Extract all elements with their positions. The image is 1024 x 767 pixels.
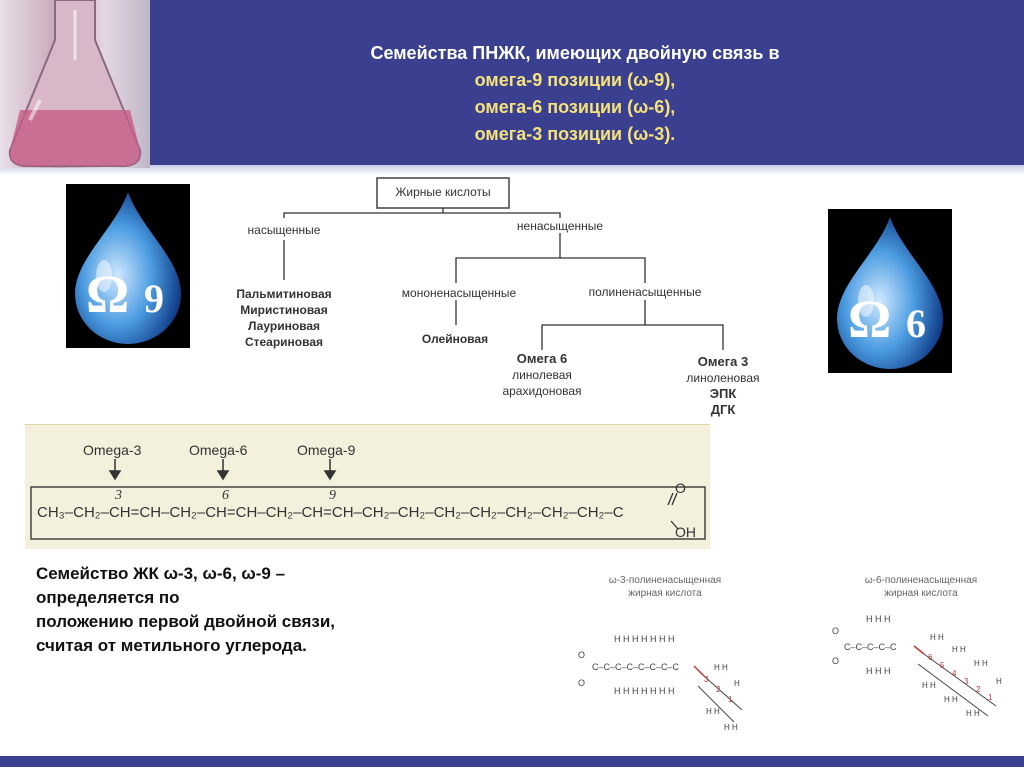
svg-text:H H: H H: [952, 645, 966, 654]
title-line-1: Семейства ПНЖК, имеющих двойную связь в: [370, 43, 780, 63]
omega3-group: Омега 3 линоленовая ЭПК ДГК: [668, 354, 778, 418]
mini-title-line-2: жирная кислота: [884, 588, 958, 599]
svg-text:H H H H H H H: H H H H H H H: [614, 686, 675, 696]
svg-text:1: 1: [728, 695, 733, 704]
omega6-label: Omega-6: [189, 442, 248, 458]
list-item: ЭПК: [709, 386, 737, 401]
list-item: Стеариновая: [244, 335, 324, 349]
svg-text:4: 4: [952, 669, 957, 678]
acid-oxygen: O: [675, 480, 686, 496]
flask-image: [0, 0, 150, 168]
svg-text:O: O: [578, 678, 585, 688]
omega9-label: Omega-9: [297, 442, 356, 458]
svg-text:H H: H H: [944, 695, 958, 704]
svg-text:H H: H H: [974, 659, 988, 668]
mini-title-line-2: жирная кислота: [628, 588, 702, 599]
svg-text:O: O: [832, 626, 839, 636]
svg-text:2: 2: [716, 685, 721, 694]
caption-line-3: положению первой двойной связи,: [36, 612, 336, 631]
page-title: Семейства ПНЖК, имеющих двойную связь в …: [160, 40, 990, 148]
svg-text:6: 6: [928, 653, 933, 662]
omega6-title: Омега 6: [516, 351, 568, 366]
svg-text:H: H: [996, 677, 1002, 686]
omega6-drop-image: Ω 6: [828, 209, 952, 373]
svg-text:O: O: [578, 650, 585, 660]
svg-text:H H H: H H H: [866, 614, 891, 624]
tree-poly-label: полиненасыщенные: [588, 285, 702, 299]
svg-text:3: 3: [704, 675, 709, 684]
list-item: Пальмитиновая: [236, 287, 332, 301]
water-drop-icon: Ω 9: [75, 192, 181, 344]
svg-text:C–C–C–C–C–C–C–C: C–C–C–C–C–C–C–C: [592, 662, 680, 672]
omega-symbol-left: Ω: [86, 264, 129, 324]
mini-title-line-1: ω-3-полиненасыщенная: [608, 575, 722, 586]
position-6: 6: [222, 488, 229, 503]
footer-bar: [0, 756, 1024, 767]
tree-saturated-label: насыщенные: [247, 223, 321, 237]
tree-root-label: Жирные кислоты: [395, 185, 491, 199]
formula-panel: Omega-3 Omega-6 Omega-9 3 6 9 CH₃–CH₂–CH…: [25, 424, 710, 549]
svg-text:H H: H H: [714, 663, 728, 672]
omega3-title: Омега 3: [697, 354, 749, 369]
svg-text:H H: H H: [922, 681, 936, 690]
position-3: 3: [114, 488, 122, 503]
svg-text:C–C–C–C–C: C–C–C–C–C: [844, 642, 897, 652]
svg-text:H H H H H H H: H H H H H H H: [614, 634, 675, 644]
caption-line-4: считая от метильного углерода.: [36, 636, 307, 655]
svg-text:3: 3: [964, 677, 969, 686]
tree-unsaturated-label: ненасыщенные: [516, 219, 604, 233]
svg-text:H H: H H: [966, 709, 980, 718]
title-line-4: омега-3 позиции (ω-3).: [474, 124, 676, 144]
water-drop-icon: Ω 6: [837, 217, 943, 369]
omega3-structure-diagram: H H H H H H H C–C–C–C–C–C–C–C H H H H H …: [578, 634, 743, 732]
omega-number-left: 9: [144, 276, 164, 321]
caption-line-2: определяется по: [36, 588, 180, 607]
list-item: Лауриновая: [247, 319, 321, 333]
omega-number-right: 6: [906, 301, 926, 346]
carbon-chain: CH₃–CH₂–CH=CH–CH₂–CH=CH–CH₂–CH=CH–CH₂–CH…: [37, 504, 624, 521]
svg-text:H H: H H: [706, 707, 720, 716]
omega6-group: Омега 6 линолевая арахидоновая: [492, 351, 592, 399]
list-item: линоленовая: [686, 371, 760, 385]
svg-text:2: 2: [976, 685, 981, 694]
omega3-mini-title: ω-3-полиненасыщенная жирная кислота: [580, 574, 750, 600]
omega3-label: Omega-3: [83, 442, 142, 458]
fatty-acid-formula: Omega-3 Omega-6 Omega-9 3 6 9 CH₃–CH₂–CH…: [30, 442, 706, 540]
title-line-2: омега-9 позиции (ω-9),: [474, 70, 676, 90]
svg-text:H H: H H: [930, 633, 944, 642]
oleic-label: Олейновая: [421, 332, 489, 346]
header-divider: [0, 165, 1024, 175]
list-item: арахидоновая: [502, 384, 582, 398]
flask-icon: [8, 0, 142, 167]
svg-text:H H H: H H H: [866, 666, 891, 676]
svg-text:O: O: [832, 656, 839, 666]
tree-mono-label: мононенасыщенные: [401, 286, 517, 300]
saturated-list: Пальмитиновая Миристиновая Лауриновая Ст…: [214, 286, 354, 350]
acid-hydroxyl: OH: [675, 524, 696, 540]
explanation-text: Семейство ЖК ω-3, ω-6, ω-9 – определяетс…: [36, 562, 486, 658]
svg-text:H H: H H: [724, 723, 738, 732]
position-9: 9: [329, 488, 336, 503]
omega-symbol-right: Ω: [848, 289, 891, 349]
omega6-mini-title: ω-6-полиненасыщенная жирная кислота: [836, 574, 1006, 600]
svg-text:1: 1: [988, 693, 993, 702]
omega9-drop-image: Ω 9: [66, 184, 190, 348]
mini-title-line-1: ω-6-полиненасыщенная: [864, 575, 978, 586]
title-line-3: омега-6 позиции (ω-6),: [474, 97, 676, 117]
svg-text:H: H: [734, 679, 740, 688]
svg-text:5: 5: [940, 661, 945, 670]
list-item: Миристиновая: [240, 303, 328, 317]
caption-line-1: Семейство ЖК ω-3, ω-6, ω-9 –: [36, 564, 286, 583]
list-item: линолевая: [512, 368, 572, 382]
header-banner: [0, 0, 1024, 168]
list-item: ДГК: [710, 402, 736, 417]
